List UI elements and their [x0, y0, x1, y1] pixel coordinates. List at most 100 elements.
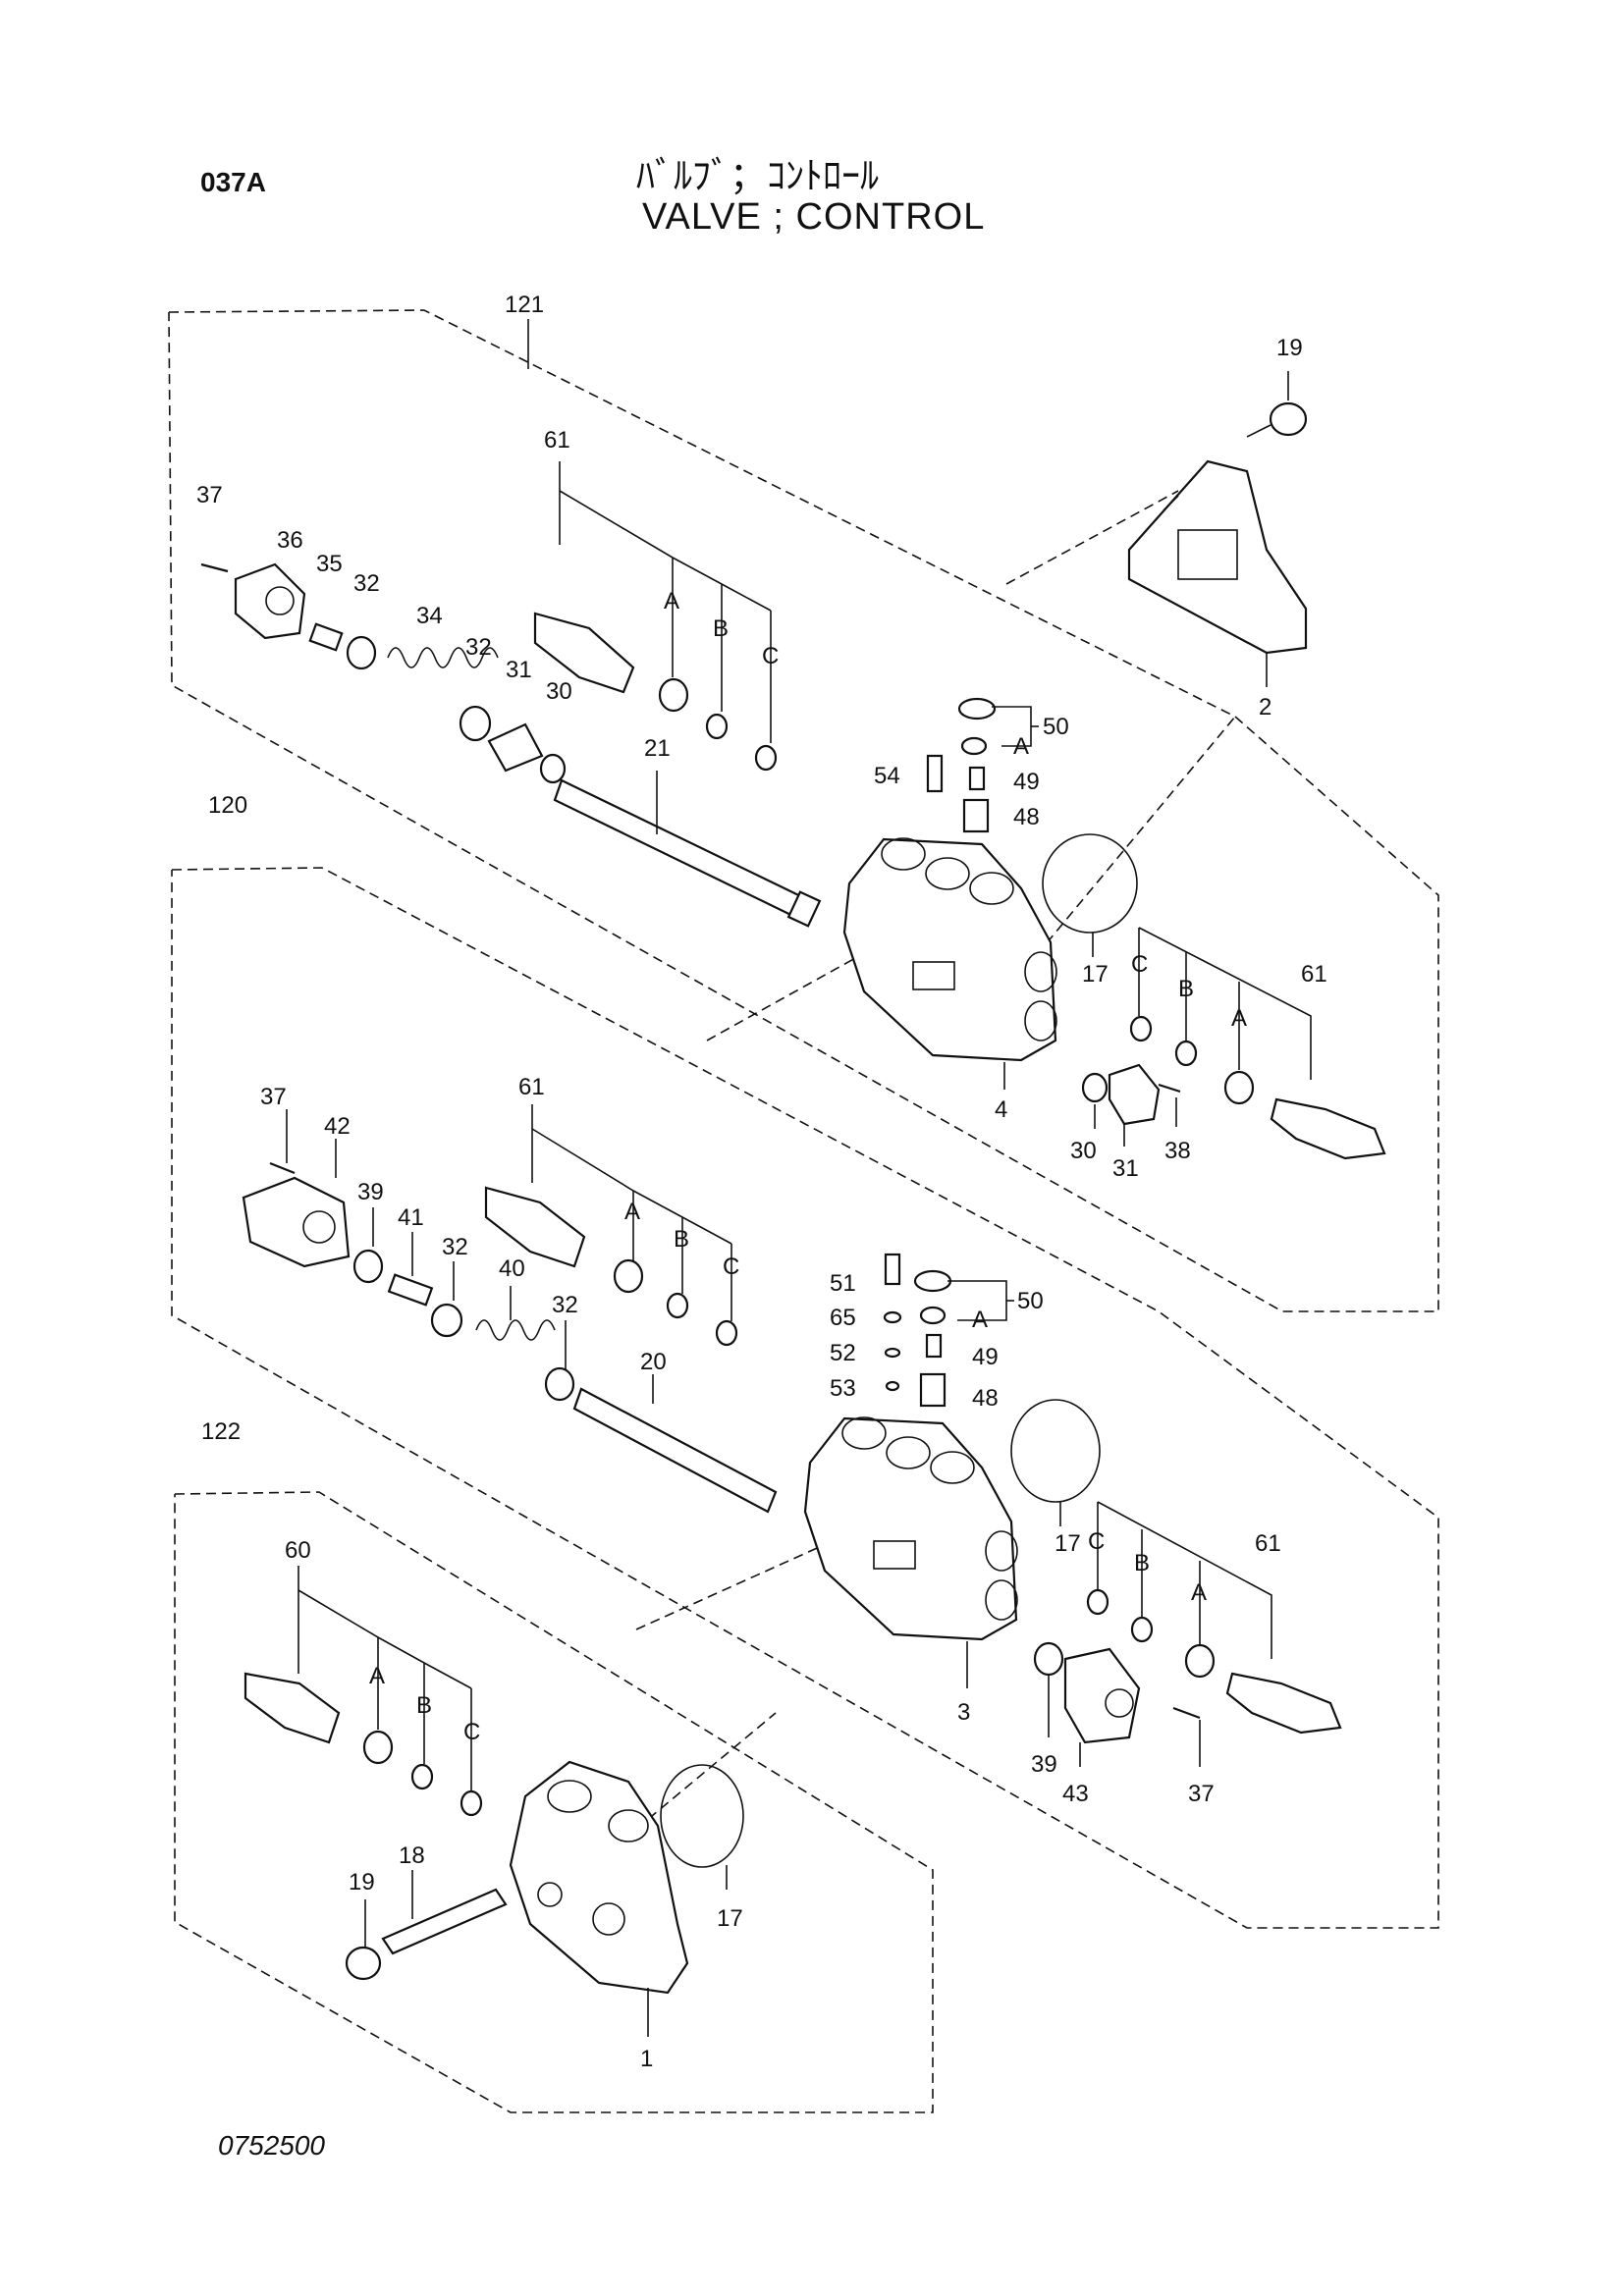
callout-54: 54 [874, 763, 900, 789]
callout-37-b: 37 [260, 1084, 287, 1110]
seal-part-30-b [1081, 1072, 1109, 1103]
callout-61-a: 61 [544, 427, 570, 454]
callout-32-b: 32 [465, 634, 492, 661]
callout-A-b: A [1231, 1005, 1247, 1032]
o-rings-61-b [1129, 1015, 1255, 1105]
plug-parts-48-53-b [883, 1253, 952, 1408]
callout-B-c: B [674, 1226, 689, 1253]
callout-53: 53 [830, 1375, 856, 1402]
spring-seat-part-41 [387, 1273, 434, 1307]
relief-valve-part-60 [243, 1672, 341, 1744]
nut-part-19-top [1246, 401, 1308, 438]
callout-B-b: B [1178, 976, 1194, 1002]
relief-valve-part-61-c [484, 1186, 586, 1268]
callout-17-c: 17 [717, 1905, 743, 1932]
callout-61-d: 61 [1255, 1530, 1281, 1557]
callout-A-a: A [664, 588, 679, 614]
callout-37-a: 37 [196, 482, 223, 508]
retainer-part-32-d [544, 1366, 575, 1402]
callout-32-a: 32 [353, 570, 380, 597]
valve-housing-part-3 [803, 1416, 1018, 1641]
callout-B-e: B [416, 1692, 432, 1719]
spring-part-40 [475, 1319, 556, 1341]
o-ring-part-39-b [1033, 1641, 1064, 1677]
callout-50-a: 50 [1043, 714, 1069, 740]
plug-parts-48-50-a [926, 697, 997, 833]
callout-52: 52 [830, 1340, 856, 1366]
callout-61-c: 61 [518, 1074, 545, 1100]
bolt-part-37-a [200, 562, 229, 573]
o-ring-part-39-a [352, 1249, 384, 1284]
callout-3: 3 [957, 1699, 970, 1726]
assembly-boundary-120 [171, 867, 1439, 1929]
o-ring-part-17-a [1042, 833, 1138, 934]
title-japanese: ﾊﾞﾙﾌﾞ；ｺﾝﾄﾛｰﾙ [636, 156, 880, 197]
boundary-link-121 [1005, 716, 1236, 992]
callout-32-d: 32 [552, 1292, 578, 1318]
page-code: 037A [200, 167, 266, 197]
spool-part-20 [572, 1387, 778, 1514]
cover-part-43 [1063, 1647, 1141, 1744]
callout-30-a: 30 [546, 678, 572, 705]
bolt-part-37-c [1172, 1706, 1201, 1720]
callout-39-a: 39 [357, 1179, 384, 1205]
relief-valve-part-61-a [533, 612, 635, 694]
callout-51: 51 [830, 1270, 856, 1297]
callout-31-b: 31 [1112, 1155, 1139, 1182]
callout-18: 18 [399, 1842, 425, 1869]
callout-36: 36 [277, 527, 303, 554]
bolt-part-37-b [269, 1161, 296, 1175]
callout-41: 41 [398, 1204, 424, 1231]
callout-48-b: 48 [972, 1385, 999, 1412]
o-rings-61-a [658, 677, 778, 772]
callout-1: 1 [640, 2046, 653, 2072]
end-housing-part-1 [509, 1760, 689, 1995]
callout-A-e: A [369, 1663, 385, 1689]
spool-part-21 [553, 778, 822, 928]
nut-part-19-bottom [345, 1946, 382, 1981]
valve-housing-part-4 [842, 837, 1057, 1062]
retainer-part-32-a [346, 635, 377, 670]
callout-65: 65 [830, 1305, 856, 1331]
callout-C-b: C [1131, 951, 1148, 978]
spring-part-34 [387, 647, 499, 668]
callout-31-a: 31 [506, 657, 532, 683]
o-rings-60 [362, 1730, 483, 1817]
callout-35: 35 [316, 551, 343, 577]
callout-40: 40 [499, 1255, 525, 1282]
o-ring-part-17-b [1010, 1399, 1101, 1503]
callout-43: 43 [1062, 1781, 1089, 1807]
callout-A-50a: A [1013, 733, 1029, 760]
leader-lines [286, 319, 1312, 2037]
callout-21: 21 [644, 735, 671, 762]
callout-A-c: A [624, 1199, 640, 1225]
assembly-boundary-121 [168, 309, 1439, 1312]
o-rings-61-c [613, 1258, 738, 1347]
callout-C-c: C [723, 1254, 739, 1280]
cover-part-42 [242, 1176, 351, 1268]
callout-120: 120 [208, 792, 247, 819]
callout-B-a: B [713, 615, 729, 642]
callout-49-a: 49 [1013, 769, 1040, 795]
cover-part-36 [234, 562, 306, 640]
callout-60: 60 [285, 1537, 311, 1564]
callout-61-b: 61 [1301, 961, 1327, 988]
title-english: VALVE ; CONTROL [642, 196, 986, 238]
retainer-part-32-c [430, 1303, 463, 1338]
seal-part-30-a [539, 753, 567, 784]
callout-122: 122 [201, 1418, 241, 1445]
callout-A-50b: A [972, 1307, 988, 1333]
bolt-part-38 [1158, 1083, 1181, 1094]
plate-part-31-b [1108, 1063, 1161, 1126]
callout-49-b: 49 [972, 1344, 999, 1370]
boundary-link-121b [706, 941, 885, 1041]
callout-17-b: 17 [1055, 1530, 1081, 1557]
bracket-part-2 [1127, 459, 1308, 655]
o-rings-61-d [1086, 1588, 1216, 1679]
callout-30-b: 30 [1070, 1138, 1097, 1164]
callout-50-b: 50 [1017, 1288, 1044, 1314]
callout-17-a: 17 [1082, 961, 1109, 988]
spring-seat-part-35 [308, 622, 344, 652]
callout-A-d: A [1191, 1579, 1207, 1606]
callout-121: 121 [505, 292, 544, 318]
